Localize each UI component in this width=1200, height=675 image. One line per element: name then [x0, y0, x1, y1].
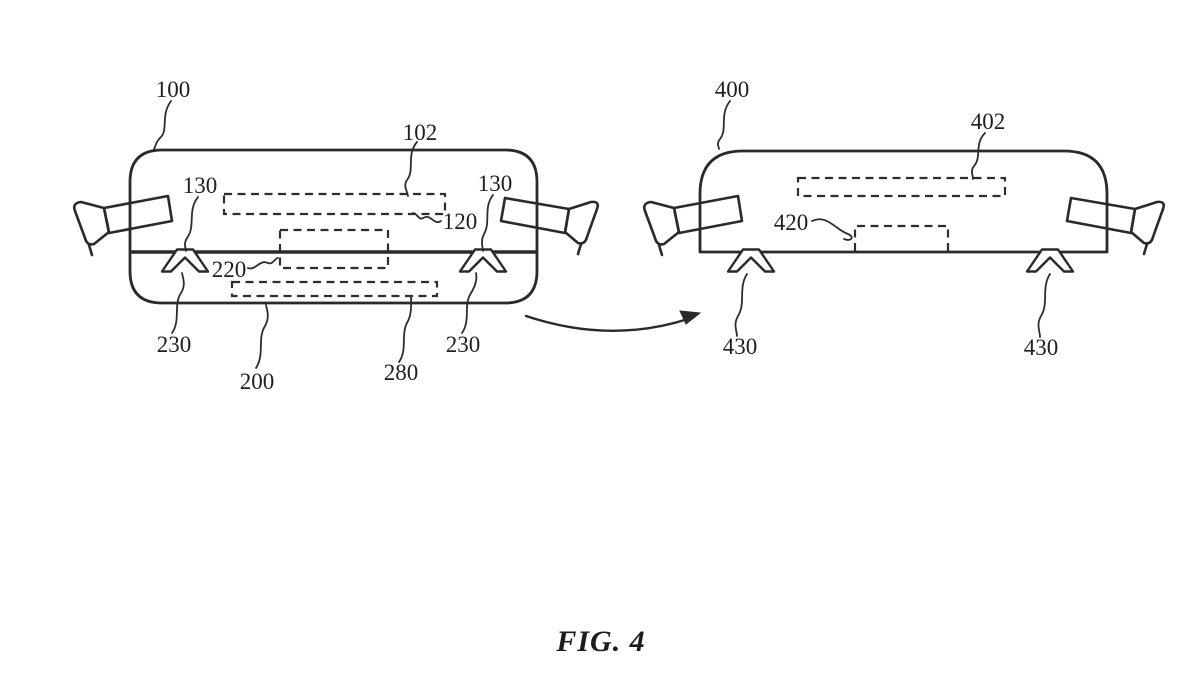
ref-label-400: 400 [715, 77, 750, 102]
ref-label-200: 200 [240, 369, 275, 394]
ref-label-230-right: 230 [446, 332, 481, 357]
ref-label-120: 120 [443, 209, 478, 234]
device-housing-outline [698, 149, 1109, 254]
leader-420 [811, 218, 853, 241]
leader-220 [247, 257, 279, 270]
leader-402 [971, 132, 986, 180]
attachment-tab-left [160, 248, 210, 273]
internal-component-102-120 [222, 192, 447, 216]
internal-component-280 [230, 280, 439, 298]
leader-400 [717, 100, 731, 150]
leader-200 [255, 304, 269, 369]
internal-component-402 [796, 176, 1007, 198]
attachment-foot-left [726, 248, 776, 273]
ref-label-430-right: 430 [1024, 335, 1059, 360]
left-band-assembly [642, 194, 744, 257]
leader-130-right [481, 194, 494, 252]
leader-102 [404, 141, 418, 197]
left-band-assembly [72, 194, 174, 257]
leader-430-right [1037, 273, 1051, 338]
leader-280 [398, 296, 413, 363]
right-band-assembly [499, 196, 600, 256]
leader-120 [412, 212, 442, 223]
ref-label-130-right: 130 [478, 171, 513, 196]
figure-caption: FIG. 4 [555, 625, 645, 658]
attachment-foot-right [1025, 248, 1075, 273]
ref-label-220: 220 [212, 257, 247, 282]
disassembled-device-group: 400 402 420 430 430 [642, 77, 1166, 360]
internal-component-220 [278, 228, 390, 270]
leader-230-left [171, 272, 185, 334]
leader-100 [153, 100, 172, 150]
ref-label-100: 100 [156, 77, 191, 102]
right-band-assembly [1065, 196, 1166, 256]
internal-component-420 [853, 224, 950, 251]
leader-130-left [184, 196, 199, 252]
ref-label-102: 102 [403, 120, 438, 145]
assembled-device-group: 100 102 130 130 120 220 230 200 280 230 [72, 77, 600, 394]
transition-arrow [524, 310, 702, 332]
ref-label-430-left: 430 [723, 334, 758, 359]
attachment-tab-right [458, 248, 508, 273]
leader-230-right [461, 272, 478, 334]
arrow-shaft [524, 314, 690, 332]
ref-label-130-left: 130 [183, 173, 218, 198]
ref-label-420: 420 [774, 210, 809, 235]
arrow-head [679, 310, 702, 325]
leader-430-left [734, 273, 748, 337]
ref-label-280: 280 [384, 360, 419, 385]
ref-label-402: 402 [971, 109, 1006, 134]
device-housing-outline [128, 148, 539, 305]
ref-label-230-left: 230 [157, 332, 192, 357]
